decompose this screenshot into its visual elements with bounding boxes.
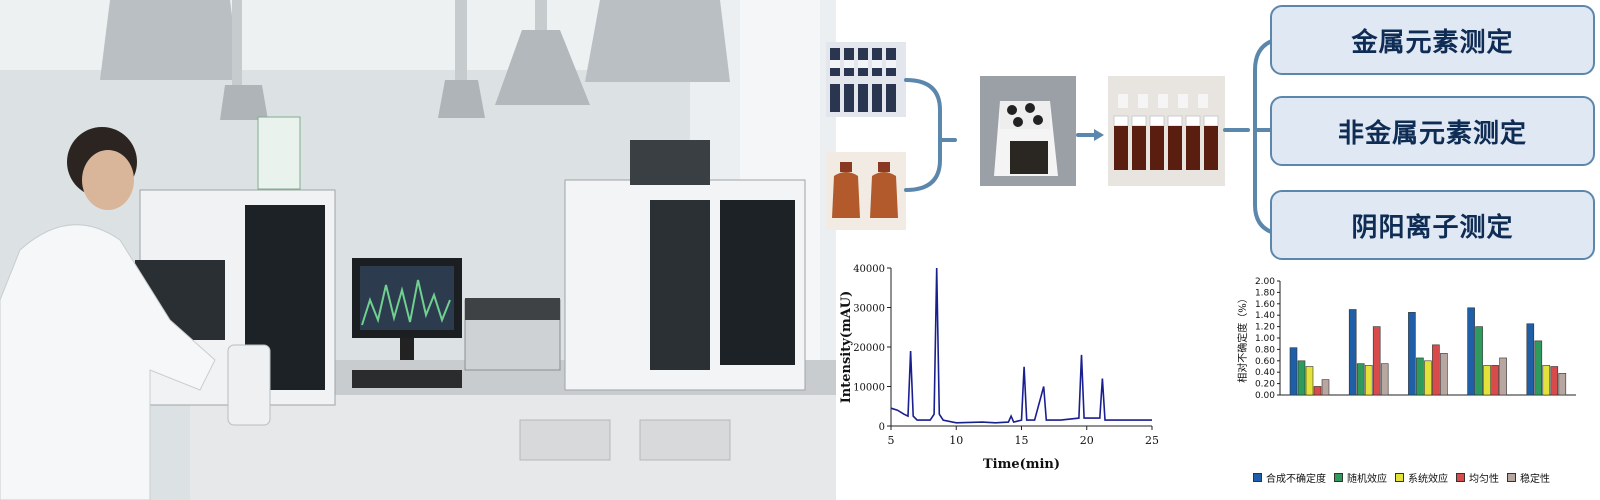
legend-label: 稳定性 xyxy=(1520,474,1550,485)
y-tick-label: 0.40 xyxy=(1255,368,1275,378)
x-tick-label: 25 xyxy=(1145,434,1159,447)
bar xyxy=(1526,323,1535,396)
bar xyxy=(1372,326,1381,396)
legend-item: 合成不确定度 xyxy=(1253,470,1326,485)
y-tick-label: 20000 xyxy=(853,343,885,354)
bar xyxy=(1297,360,1306,396)
bar xyxy=(1408,312,1416,396)
metal-elements-box: 金属元素测定 xyxy=(1270,5,1595,75)
y-tick-label: 1.80 xyxy=(1255,288,1275,298)
bar xyxy=(1424,360,1432,396)
bar xyxy=(1491,365,1499,396)
y-axis-label: Intensity(mAU) xyxy=(839,291,854,404)
y-tick-label: 10000 xyxy=(853,383,885,394)
digester-photo xyxy=(980,76,1076,186)
bar xyxy=(1483,365,1491,396)
y-tick-label: 1.60 xyxy=(1255,300,1275,310)
legend-item: 稳定性 xyxy=(1507,470,1550,485)
x-tick-label: 20 xyxy=(1080,434,1094,447)
lab-scene-illustration xyxy=(0,0,836,500)
bottles-illustration xyxy=(826,152,906,230)
y-tick-label: 0.00 xyxy=(1255,391,1275,401)
digester-illustration xyxy=(980,76,1076,186)
vials-photo xyxy=(826,42,906,117)
bar xyxy=(1289,347,1298,396)
y-tick-label: 0 xyxy=(879,422,885,433)
nonmetal-elements-box: 非金属元素测定 xyxy=(1270,96,1595,166)
y-tick-label: 1.00 xyxy=(1255,334,1275,344)
bar xyxy=(1305,366,1314,396)
bar-chart-legend: 合成不确定度 随机效应 系统效应 均匀性 稳定性 xyxy=(1253,470,1550,485)
anion-cation-box: 阴阳离子测定 xyxy=(1270,190,1595,260)
x-axis-label: Time(min) xyxy=(983,457,1060,472)
bar xyxy=(1534,340,1543,396)
jars-illustration xyxy=(1108,76,1225,186)
y-tick-label: 1.20 xyxy=(1255,323,1275,333)
y-tick-label: 2.00 xyxy=(1255,277,1275,287)
bar xyxy=(1356,363,1365,396)
bar xyxy=(1499,357,1507,396)
bar xyxy=(1440,353,1448,396)
bar xyxy=(1416,357,1424,396)
chromatogram-trace xyxy=(890,267,1152,424)
sample-bottles-photo xyxy=(826,152,906,230)
x-tick-label: 5 xyxy=(888,434,895,447)
y-tick-label: 0.80 xyxy=(1255,345,1275,355)
bar xyxy=(1550,366,1559,396)
bar xyxy=(1380,363,1389,396)
legend-label: 系统效应 xyxy=(1408,474,1448,485)
bar xyxy=(1467,307,1475,396)
sample-jars-photo xyxy=(1108,76,1225,186)
legend-swatch xyxy=(1507,473,1516,482)
y-tick-label: 1.40 xyxy=(1255,311,1275,321)
bar xyxy=(1348,309,1357,396)
bar xyxy=(1432,344,1440,396)
vials-illustration xyxy=(826,42,906,117)
uncertainty-bar-chart: 2.001.80 1.601.40 1.201.000.80 0.600.40 0.20… xyxy=(1236,277,1576,401)
y-tick-label: 40000 xyxy=(853,264,885,275)
y-tick-label: 0.60 xyxy=(1255,357,1275,367)
legend-label: 合成不确定度 xyxy=(1266,474,1326,485)
bar xyxy=(1542,365,1551,396)
y-axis-label: 相对不确定度（%） xyxy=(1236,293,1249,383)
y-tick-label: 0.20 xyxy=(1255,380,1275,390)
lab-photo xyxy=(0,0,836,500)
bar xyxy=(1321,379,1330,396)
legend-item: 系统效应 xyxy=(1395,470,1448,485)
legend-label: 随机效应 xyxy=(1347,474,1387,485)
arrow-head-icon xyxy=(1094,129,1104,141)
x-tick-label: 15 xyxy=(1015,434,1029,447)
legend-item: 随机效应 xyxy=(1334,470,1387,485)
x-tick-label: 10 xyxy=(949,434,963,447)
legend-swatch xyxy=(1456,473,1465,482)
bar xyxy=(1475,326,1483,396)
legend-swatch xyxy=(1334,473,1343,482)
bar xyxy=(1313,386,1322,396)
bar xyxy=(1364,365,1373,396)
legend-swatch xyxy=(1395,473,1404,482)
legend-swatch xyxy=(1253,473,1262,482)
legend-item: 均匀性 xyxy=(1456,470,1499,485)
bar xyxy=(1558,373,1567,396)
legend-label: 均匀性 xyxy=(1469,474,1499,485)
y-tick-label: 30000 xyxy=(853,304,885,315)
